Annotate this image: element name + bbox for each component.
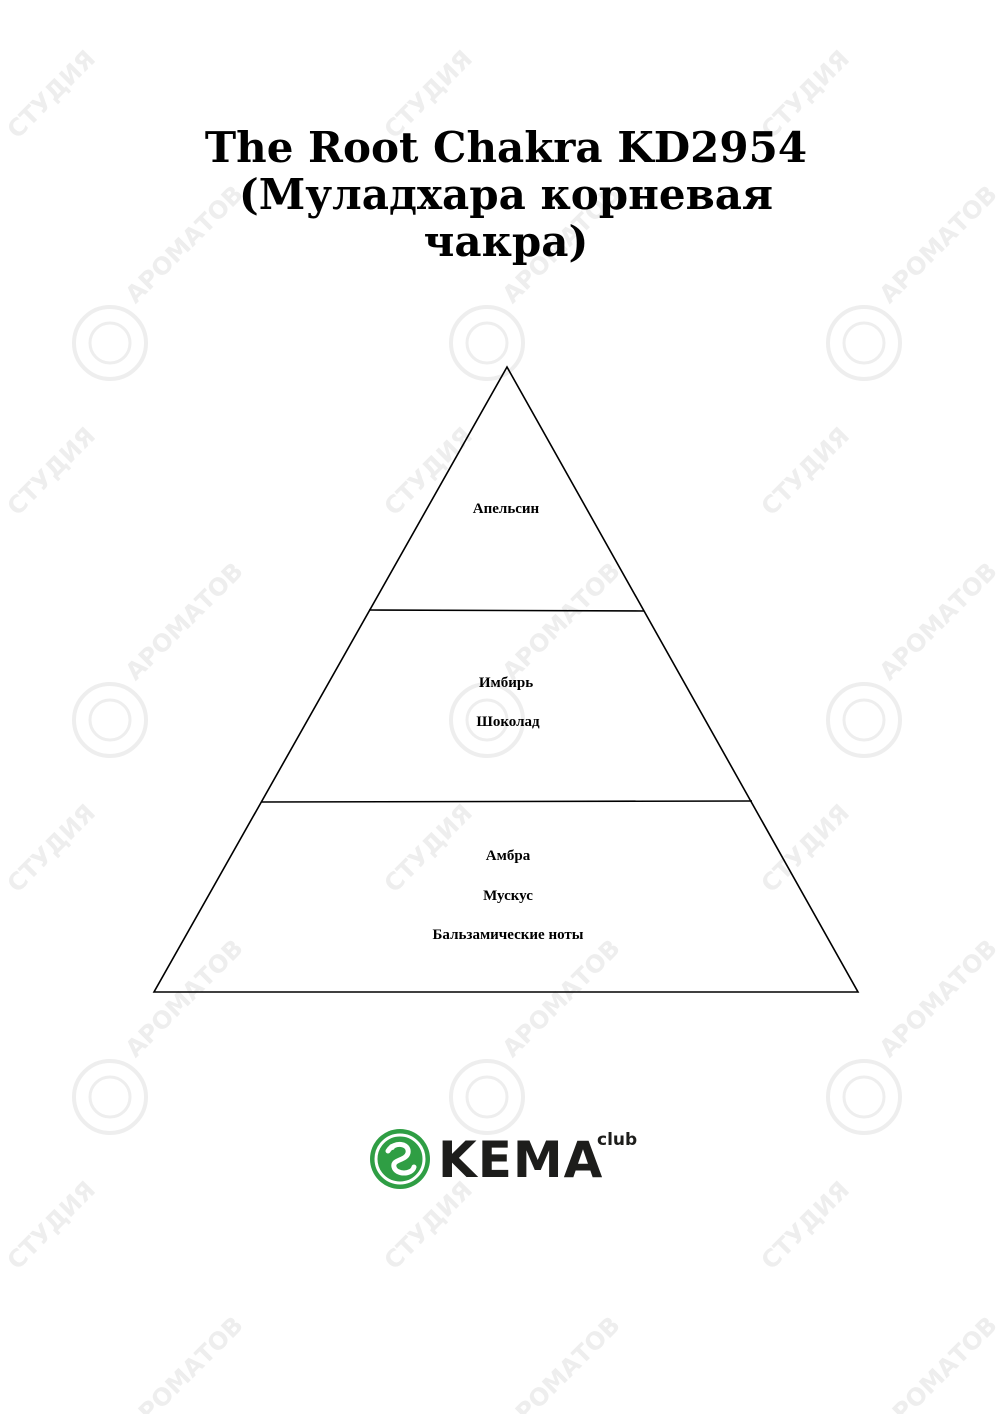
pyramid-divider-top — [368, 609, 645, 612]
kema-swirl-icon — [370, 1129, 430, 1189]
base-note-2: Мускус — [483, 888, 533, 904]
base-note-1: Амбра — [485, 848, 531, 864]
pyramid-divider-bottom — [260, 800, 753, 803]
pyramid-outline — [152, 365, 860, 993]
title-line-3: чакра) — [423, 217, 589, 266]
middle-note-2: Шоколад — [476, 714, 540, 730]
title-line-2: (Муладхара корневая — [238, 170, 774, 219]
logo-superscript: club — [597, 1130, 638, 1150]
page-title: The Root Chakra KD2954 (Муладхара корнев… — [150, 124, 862, 265]
kema-club-logo: KEMA club — [366, 1124, 646, 1194]
top-note-1: Апельсин — [472, 501, 540, 517]
title-line-1: The Root Chakra KD2954 — [204, 123, 808, 172]
base-note-3: Бальзамические ноты — [432, 927, 584, 943]
middle-note-1: Имбирь — [478, 675, 534, 691]
logo-wordmark: KEMA — [438, 1131, 604, 1189]
